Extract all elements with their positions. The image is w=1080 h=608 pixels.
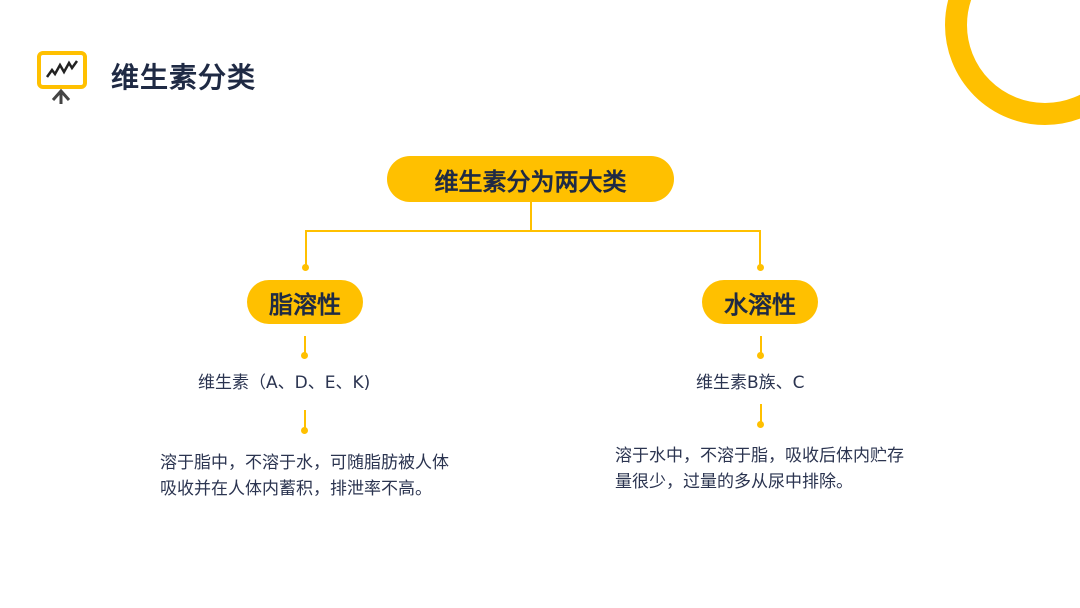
connector	[760, 336, 762, 354]
branch-node-fat-soluble: 脂溶性	[247, 280, 363, 324]
connector-dot	[301, 427, 308, 434]
decorative-ring	[945, 0, 1080, 125]
water-soluble-description: 溶于水中，不溶于脂，吸收后体内贮存量很少，过量的多从尿中排除。	[615, 446, 904, 492]
fat-soluble-description: 溶于脂中，不溶于水，可随脂肪被人体吸收并在人体内蓄积，排泄率不高。	[160, 453, 449, 499]
connector	[305, 230, 761, 232]
connector	[305, 230, 307, 266]
root-node: 维生素分为两大类	[387, 156, 674, 202]
connector-dot	[302, 264, 309, 271]
branch-node-water-soluble: 水溶性	[702, 280, 818, 324]
stand-icon	[51, 88, 71, 104]
connector	[759, 230, 761, 266]
connector	[304, 336, 306, 354]
connector-dot	[757, 352, 764, 359]
connector-dot	[757, 264, 764, 271]
presentation-chart-icon	[37, 51, 87, 89]
connector	[760, 404, 762, 422]
connector-dot	[301, 352, 308, 359]
connector	[304, 410, 306, 428]
page-title: 维生素分类	[111, 61, 257, 94]
fat-soluble-vitamins: 维生素（A、D、E、K)	[198, 373, 371, 393]
connector-dot	[757, 421, 764, 428]
connector	[530, 202, 532, 231]
water-soluble-vitamins: 维生素B族、C	[696, 373, 805, 393]
